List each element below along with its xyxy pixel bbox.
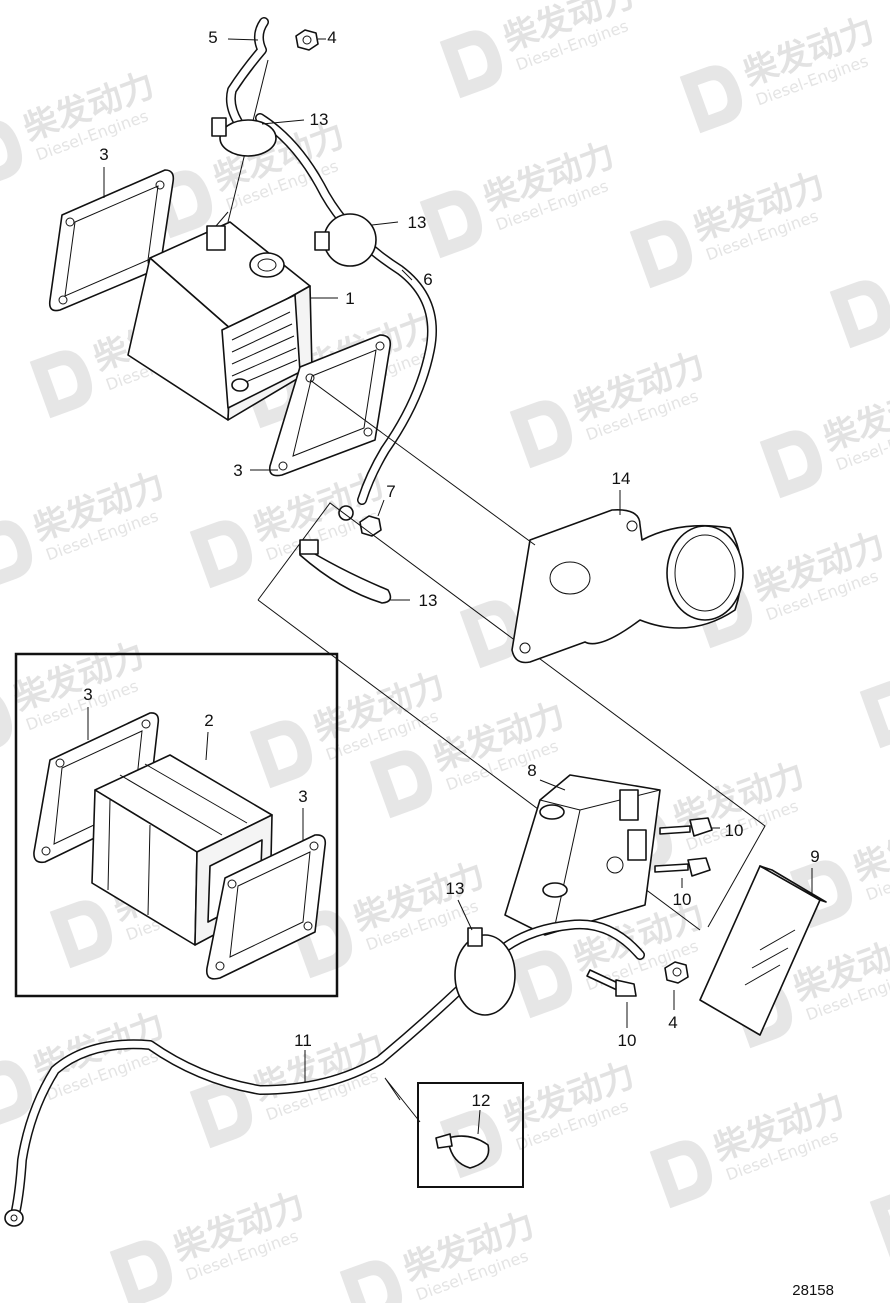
watermark-icon bbox=[49, 900, 112, 969]
watermark-icon bbox=[189, 1080, 252, 1149]
bolt-upper bbox=[659, 817, 713, 837]
watermark-icon bbox=[0, 520, 32, 589]
callout-labels: 5 4 13 3 13 1 6 3 7 14 13 3 2 3 8 10 9 10 13 10 4 11 12 bbox=[83, 28, 819, 1110]
watermark-icon bbox=[369, 750, 432, 819]
clamp-loose bbox=[299, 539, 392, 604]
watermark-icon bbox=[439, 1110, 502, 1179]
callout-label: 14 bbox=[612, 469, 631, 488]
callout-label: 13 bbox=[446, 879, 465, 898]
callout-label: 12 bbox=[472, 1091, 491, 1110]
callout-label: 13 bbox=[408, 213, 427, 232]
watermark-icon bbox=[679, 65, 742, 134]
control-unit bbox=[699, 865, 827, 1036]
watermark-icon bbox=[649, 1140, 712, 1209]
bolt-lower bbox=[586, 969, 637, 997]
callout-label: 3 bbox=[83, 685, 92, 704]
detail-box-frame bbox=[14, 652, 339, 998]
callout-label: 4 bbox=[327, 28, 336, 47]
watermark-icon bbox=[249, 720, 312, 789]
watermark-icon bbox=[759, 430, 822, 499]
callout-label: 10 bbox=[673, 890, 692, 909]
watermark-icon bbox=[439, 30, 502, 99]
callout-label: 3 bbox=[298, 787, 307, 806]
reference-number: 28158 bbox=[792, 1282, 834, 1299]
watermark-icon bbox=[459, 600, 522, 669]
callout-label: 7 bbox=[386, 482, 395, 501]
watermark-icon bbox=[509, 400, 572, 469]
callout-label: 3 bbox=[99, 145, 108, 164]
callout-label: 9 bbox=[810, 847, 819, 866]
callout-label: 10 bbox=[618, 1031, 637, 1050]
watermark-icon bbox=[629, 220, 692, 289]
callout-label: 10 bbox=[725, 821, 744, 840]
callout-label: 13 bbox=[310, 110, 329, 129]
watermark-icon bbox=[0, 1060, 32, 1129]
watermark-icon bbox=[0, 120, 22, 189]
housing-variant-detail bbox=[91, 754, 273, 946]
gasket-middle-right bbox=[268, 334, 392, 477]
watermark-icon bbox=[509, 950, 572, 1019]
watermark-icon bbox=[829, 280, 890, 349]
callout-label: 6 bbox=[423, 270, 432, 289]
watermark-icon bbox=[339, 1260, 402, 1303]
watermark-icon bbox=[419, 190, 482, 259]
callout-label: 11 bbox=[294, 1031, 312, 1050]
watermark-cn: 柴发动力 bbox=[848, 805, 890, 889]
pipe-elbow bbox=[511, 508, 744, 664]
callout-label: 13 bbox=[419, 591, 438, 610]
callout-label: 1 bbox=[345, 289, 354, 308]
callout-label: 3 bbox=[233, 461, 242, 480]
watermark-icon bbox=[29, 350, 92, 419]
watermark-icon bbox=[859, 680, 890, 749]
watermark-icon bbox=[189, 520, 252, 589]
nut-top bbox=[295, 29, 319, 51]
callout-label: 4 bbox=[668, 1013, 677, 1032]
watermark-icon bbox=[109, 1240, 172, 1303]
bracket bbox=[504, 774, 661, 936]
callout-label: 8 bbox=[527, 761, 536, 780]
clip-detail bbox=[435, 1133, 490, 1169]
gasket-right-detail bbox=[205, 834, 327, 980]
callout-label: 2 bbox=[204, 711, 213, 730]
detail-box-clip bbox=[417, 1082, 524, 1188]
callout-label: 5 bbox=[208, 28, 217, 47]
bolt-middle bbox=[654, 857, 711, 877]
leader-lines bbox=[87, 38, 813, 1135]
ventilation-housing bbox=[127, 211, 313, 421]
watermark-icon bbox=[869, 1190, 890, 1259]
